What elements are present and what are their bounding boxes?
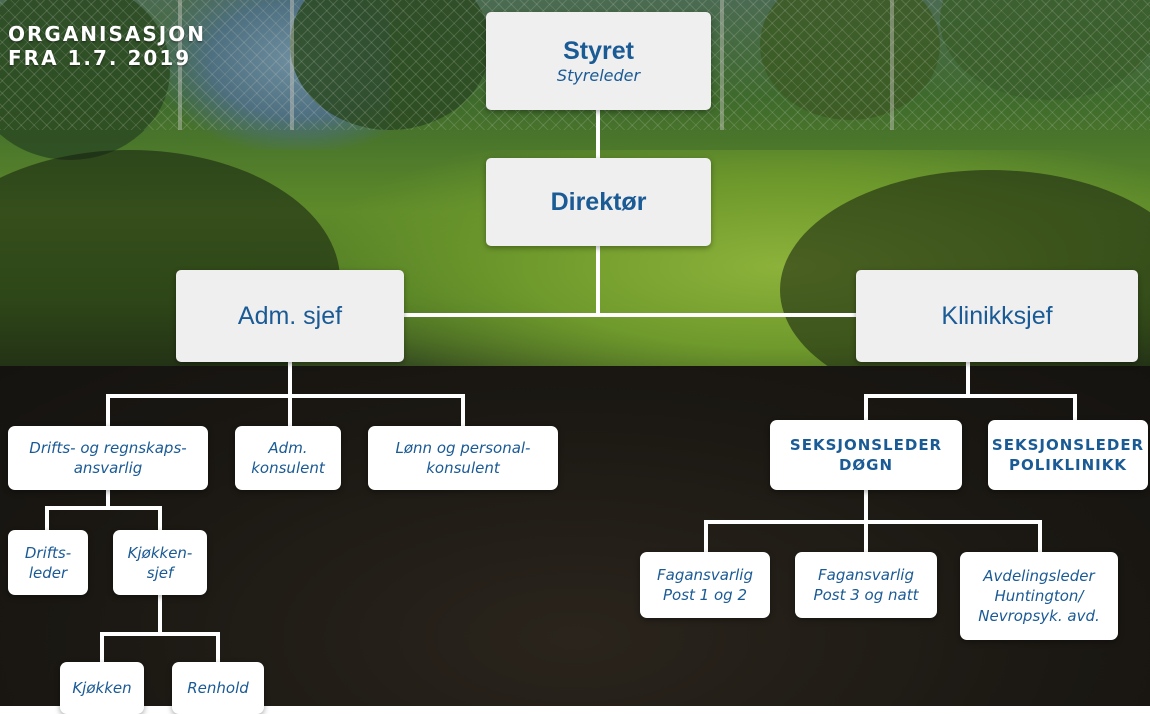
node-label-line-1: Fagansvarlig xyxy=(657,566,753,584)
node-director-title: Direktør xyxy=(550,188,647,216)
node-admin-chief: Adm. sjef xyxy=(176,270,404,362)
node-cleaning: Renhold xyxy=(172,662,264,714)
node-clinic-chief-title: Klinikksjef xyxy=(941,302,1053,330)
node-label-line-1: Adm. xyxy=(268,439,308,457)
node-ward-unit-huntington: Avdelingsleder Huntington/ Nevropsyk. av… xyxy=(960,552,1118,640)
node-ward-unit-post-1-2: Fagansvarlig Post 1 og 2 xyxy=(640,552,770,618)
node-label-line-2: Post 3 og natt xyxy=(813,586,919,604)
node-board: Styret Styreleder xyxy=(486,12,711,110)
node-label-line-1: Fagansvarlig xyxy=(818,566,914,584)
node-label-line-1: Drifts- og regnskaps- xyxy=(29,439,187,457)
node-clinic-chief: Klinikksjef xyxy=(856,270,1138,362)
node-admin-unit-payroll-hr: Lønn og personal- konsulent xyxy=(368,426,558,490)
node-label-line-2: Post 1 og 2 xyxy=(662,586,747,604)
node-label-line-1: Drifts- xyxy=(24,543,72,562)
node-label-line-2: DØGN xyxy=(838,456,894,474)
node-label-line-2: leder xyxy=(28,563,68,582)
node-label-line-1: SEKSJONSLEDER xyxy=(991,436,1145,454)
node-director: Direktør xyxy=(486,158,711,246)
node-label-line-2: Huntington/ xyxy=(994,587,1084,605)
node-section-leader-outpatient: SEKSJONSLEDER POLIKLINIKK xyxy=(988,420,1148,490)
page-title-line-2: FRA 1.7. 2019 xyxy=(8,46,192,70)
page-title: ORGANISASJON FRA 1.7. 2019 xyxy=(8,22,206,70)
node-label-line-2: konsulent xyxy=(251,459,325,477)
node-section-leader-ward: SEKSJONSLEDER DØGN xyxy=(770,420,962,490)
node-board-subtitle: Styreleder xyxy=(556,66,641,85)
node-label-line-2: sjef xyxy=(146,563,174,582)
node-admin-chief-title: Adm. sjef xyxy=(237,302,343,330)
node-kitchen-chief: Kjøkken- sjef xyxy=(113,530,207,595)
node-label-line-2: konsulent xyxy=(426,459,500,477)
node-label-line-1: Lønn og personal- xyxy=(395,439,531,457)
node-label: Kjøkken xyxy=(72,679,132,697)
node-admin-unit-operations-accounting: Drifts- og regnskaps- ansvarlig xyxy=(8,426,208,490)
node-ward-unit-post-3-night: Fagansvarlig Post 3 og natt xyxy=(795,552,937,618)
node-label-line-2: POLIKLINIKK xyxy=(1008,456,1128,474)
node-label-line-1: Avdelingsleder xyxy=(983,567,1095,585)
node-label-line-2: ansvarlig xyxy=(73,459,143,477)
node-label-line-1: Kjøkken- xyxy=(127,543,193,562)
page-title-line-1: ORGANISASJON xyxy=(8,22,206,46)
node-board-title: Styret xyxy=(563,37,634,65)
node-label-line-3: Nevropsyk. avd. xyxy=(978,607,1100,625)
node-kitchen: Kjøkken xyxy=(60,662,144,714)
node-label: Renhold xyxy=(187,679,249,697)
node-label-line-1: SEKSJONSLEDER xyxy=(789,436,943,454)
node-admin-unit-admin-consultant: Adm. konsulent xyxy=(235,426,341,490)
node-operations-manager: Drifts- leder xyxy=(8,530,88,595)
